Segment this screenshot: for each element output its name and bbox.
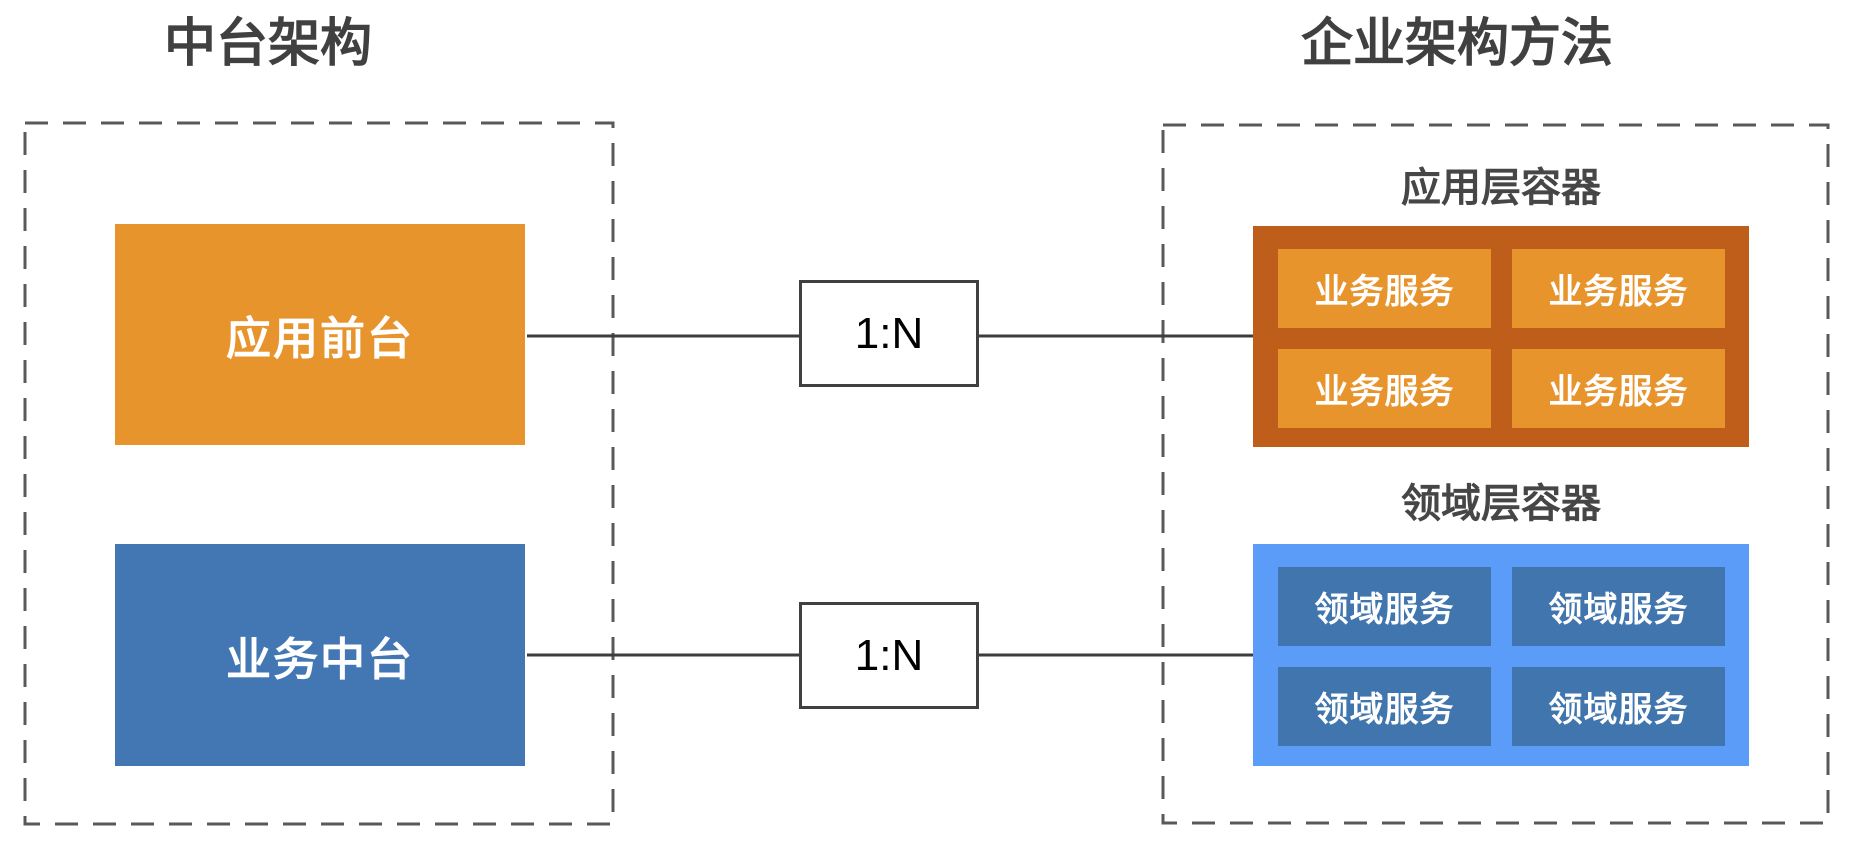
app-layer-container-label: 应用层容器 (1401, 166, 1601, 210)
domain-service-item: 领域服务 (1512, 567, 1725, 646)
node-application-frontend: 应用前台 (115, 224, 525, 445)
domain-layer-container-label: 领域层容器 (1401, 482, 1601, 526)
domain-service-item: 领域服务 (1278, 567, 1491, 646)
relation-badge-top: 1:N (799, 280, 979, 387)
domain-service-item: 领域服务 (1278, 667, 1491, 746)
domain-service-item: 领域服务 (1512, 667, 1725, 746)
business-service-item: 业务服务 (1512, 349, 1725, 428)
business-service-item: 业务服务 (1278, 249, 1491, 328)
right-group-dashed-border (1161, 123, 1830, 825)
right-group-title: 企业架构方法 (1300, 15, 1613, 73)
business-service-item: 业务服务 (1278, 349, 1491, 428)
left-group-title: 中台架构 (163, 15, 372, 73)
relation-badge-bottom: 1:N (799, 602, 979, 709)
app-layer-container: 业务服务 业务服务 业务服务 业务服务 (1253, 226, 1749, 447)
business-service-item: 业务服务 (1512, 249, 1725, 328)
node-business-midplatform: 业务中台 (115, 544, 525, 766)
domain-layer-container: 领域服务 领域服务 领域服务 领域服务 (1253, 544, 1749, 766)
